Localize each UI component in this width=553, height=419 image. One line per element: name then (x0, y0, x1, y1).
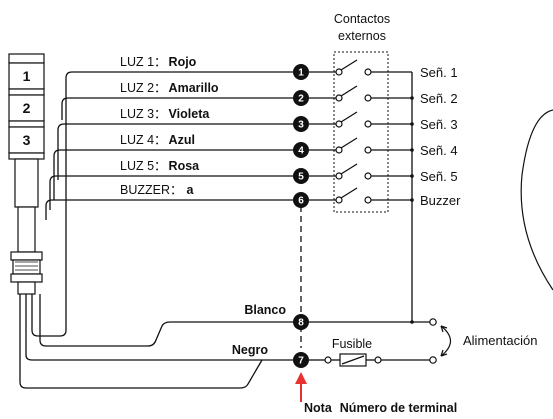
signal-2-label: Señ. 2 (420, 91, 458, 106)
circuit-bus (45, 71, 95, 220)
note-arrowhead-icon (295, 372, 307, 384)
signal-tower: 1 2 3 (8, 53, 45, 295)
tower-tier-2-label: 2 (23, 100, 31, 116)
white-wire-label: Blanco (244, 303, 286, 317)
circuit-lines: LUZ 1：Rojo LUZ 2：Amarillo LUZ 3：Violeta … (95, 55, 300, 201)
contact-switch-4 (335, 137, 412, 154)
svg-text:2: 2 (298, 94, 304, 105)
contacts-title-line2: externos (338, 29, 386, 43)
black-wire-label: Negro (232, 343, 268, 357)
decorative-circle-arc (520, 109, 553, 291)
fuse-label: Fusible (332, 337, 372, 351)
white-supply-terminal (429, 318, 437, 326)
signal-labels: Señ. 1 Señ. 2 Señ. 3 Señ. 4 Señ. 5 Buzze… (420, 65, 461, 208)
svg-text:1: 1 (298, 68, 304, 79)
supply-bracket (440, 325, 452, 357)
luz-4-label: LUZ 4：Azul (120, 133, 195, 147)
terminal-2-marker: 2 (293, 90, 309, 106)
contact-switch-2 (335, 85, 412, 102)
signal-1-label: Señ. 1 (420, 65, 458, 80)
contacts-title-line1: Contactos (334, 12, 390, 26)
luz-1-label: LUZ 1：Rojo (120, 55, 197, 69)
svg-text:8: 8 (298, 318, 304, 329)
svg-text:6: 6 (298, 196, 304, 207)
terminal-1-marker: 1 (293, 64, 309, 80)
cable-bundle (19, 78, 300, 389)
contact-switch-1 (335, 59, 412, 76)
terminal-markers: 1 2 3 4 5 6 8 7 (293, 64, 309, 368)
terminal-3-marker: 3 (293, 116, 309, 132)
buzzer-signal-label: Buzzer (420, 193, 461, 208)
tower-tier-1-label: 1 (23, 68, 31, 84)
signal-3-label: Señ. 3 (420, 117, 458, 132)
terminal-8-marker: 8 (293, 314, 309, 330)
terminal-4-marker: 4 (293, 142, 309, 158)
contact-switch-5 (335, 163, 412, 180)
svg-text:4: 4 (298, 146, 304, 157)
supply-label: Alimentación (463, 333, 537, 348)
tower-tier-3-label: 3 (23, 132, 31, 148)
signal-5-label: Señ. 5 (420, 169, 458, 184)
contact-switch-6 (335, 187, 412, 204)
luz-3-label: LUZ 3：Violeta (120, 107, 210, 121)
contact-switch-3 (335, 111, 412, 128)
buzzer-label: BUZZER：a (120, 183, 195, 197)
power-section: Blanco Negro Fusible Alimentación (232, 303, 537, 367)
terminal-6-marker: 6 (293, 192, 309, 208)
luz-2-label: LUZ 2：Amarillo (120, 81, 219, 95)
svg-text:3: 3 (298, 120, 304, 131)
black-supply-terminal (429, 356, 437, 364)
contacts-box (333, 51, 389, 213)
external-contacts: Contactos externos (309, 12, 414, 322)
luz-5-label: LUZ 5：Rosa (120, 159, 200, 173)
svg-text:7: 7 (298, 356, 304, 367)
svg-text:5: 5 (298, 172, 304, 183)
terminal-7-marker: 7 (293, 352, 309, 368)
terminal-5-marker: 5 (293, 168, 309, 184)
signal-4-label: Señ. 4 (420, 143, 458, 158)
